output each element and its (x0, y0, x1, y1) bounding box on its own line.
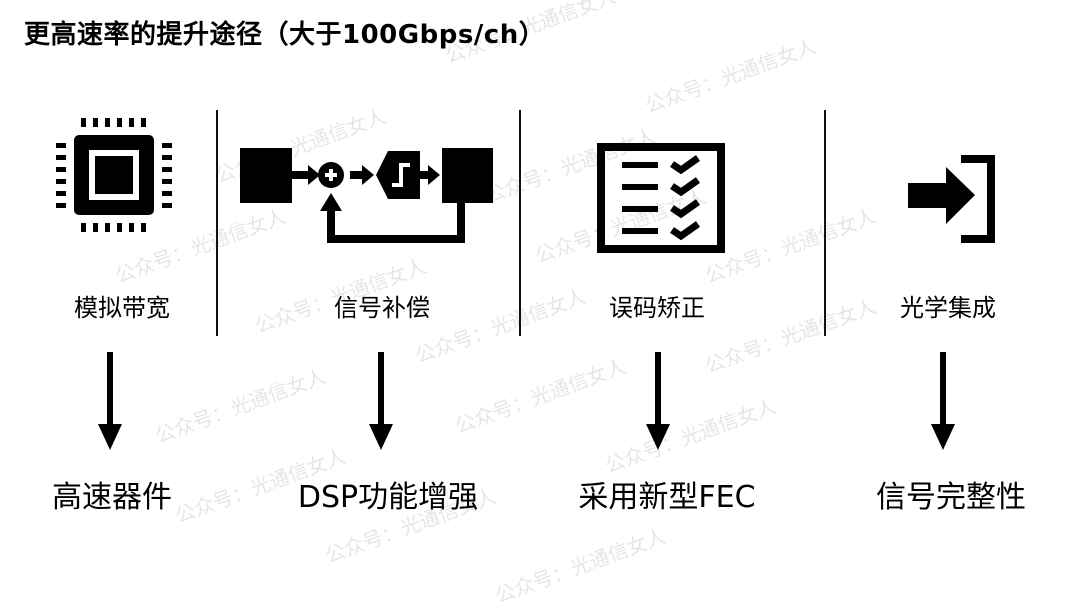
watermark: 公众号：光通信女人 (641, 33, 820, 118)
watermark: 公众号：光通信女人 (451, 353, 630, 438)
column-divider (519, 110, 521, 336)
column-divider (824, 110, 826, 336)
down-arrow-icon (369, 352, 393, 450)
watermark: 公众号：光通信女人 (701, 293, 880, 378)
watermark: 公众号：光通信女人 (411, 283, 590, 368)
down-arrow-icon (646, 352, 670, 450)
watermark: 公众号：光通信女人 (151, 363, 330, 448)
feedback-loop-icon (240, 148, 493, 243)
watermark: 公众号：光通信女人 (491, 523, 670, 608)
page-title: 更高速率的提升途径（大于100Gbps/ch） (24, 20, 546, 50)
column-label: 信号补偿 (334, 294, 430, 322)
column-result: 信号完整性 (876, 480, 1026, 515)
down-arrow-icon (931, 352, 955, 450)
column-result: DSP功能增强 (297, 480, 479, 515)
chip-icon (56, 118, 172, 232)
column-result: 采用新型FEC (578, 480, 756, 515)
arrow-into-bracket-icon (908, 155, 995, 243)
watermark: 公众号：光通信女人 (601, 393, 780, 478)
checklist-icon (597, 143, 725, 253)
down-arrow-icon (98, 352, 122, 450)
column-result: 高速器件 (52, 480, 172, 515)
column-label: 模拟带宽 (74, 294, 170, 322)
column-label: 误码矫正 (609, 294, 705, 322)
watermark: 公众号：光通信女人 (701, 203, 880, 288)
column-divider (216, 110, 218, 336)
column-label: 光学集成 (900, 294, 996, 322)
